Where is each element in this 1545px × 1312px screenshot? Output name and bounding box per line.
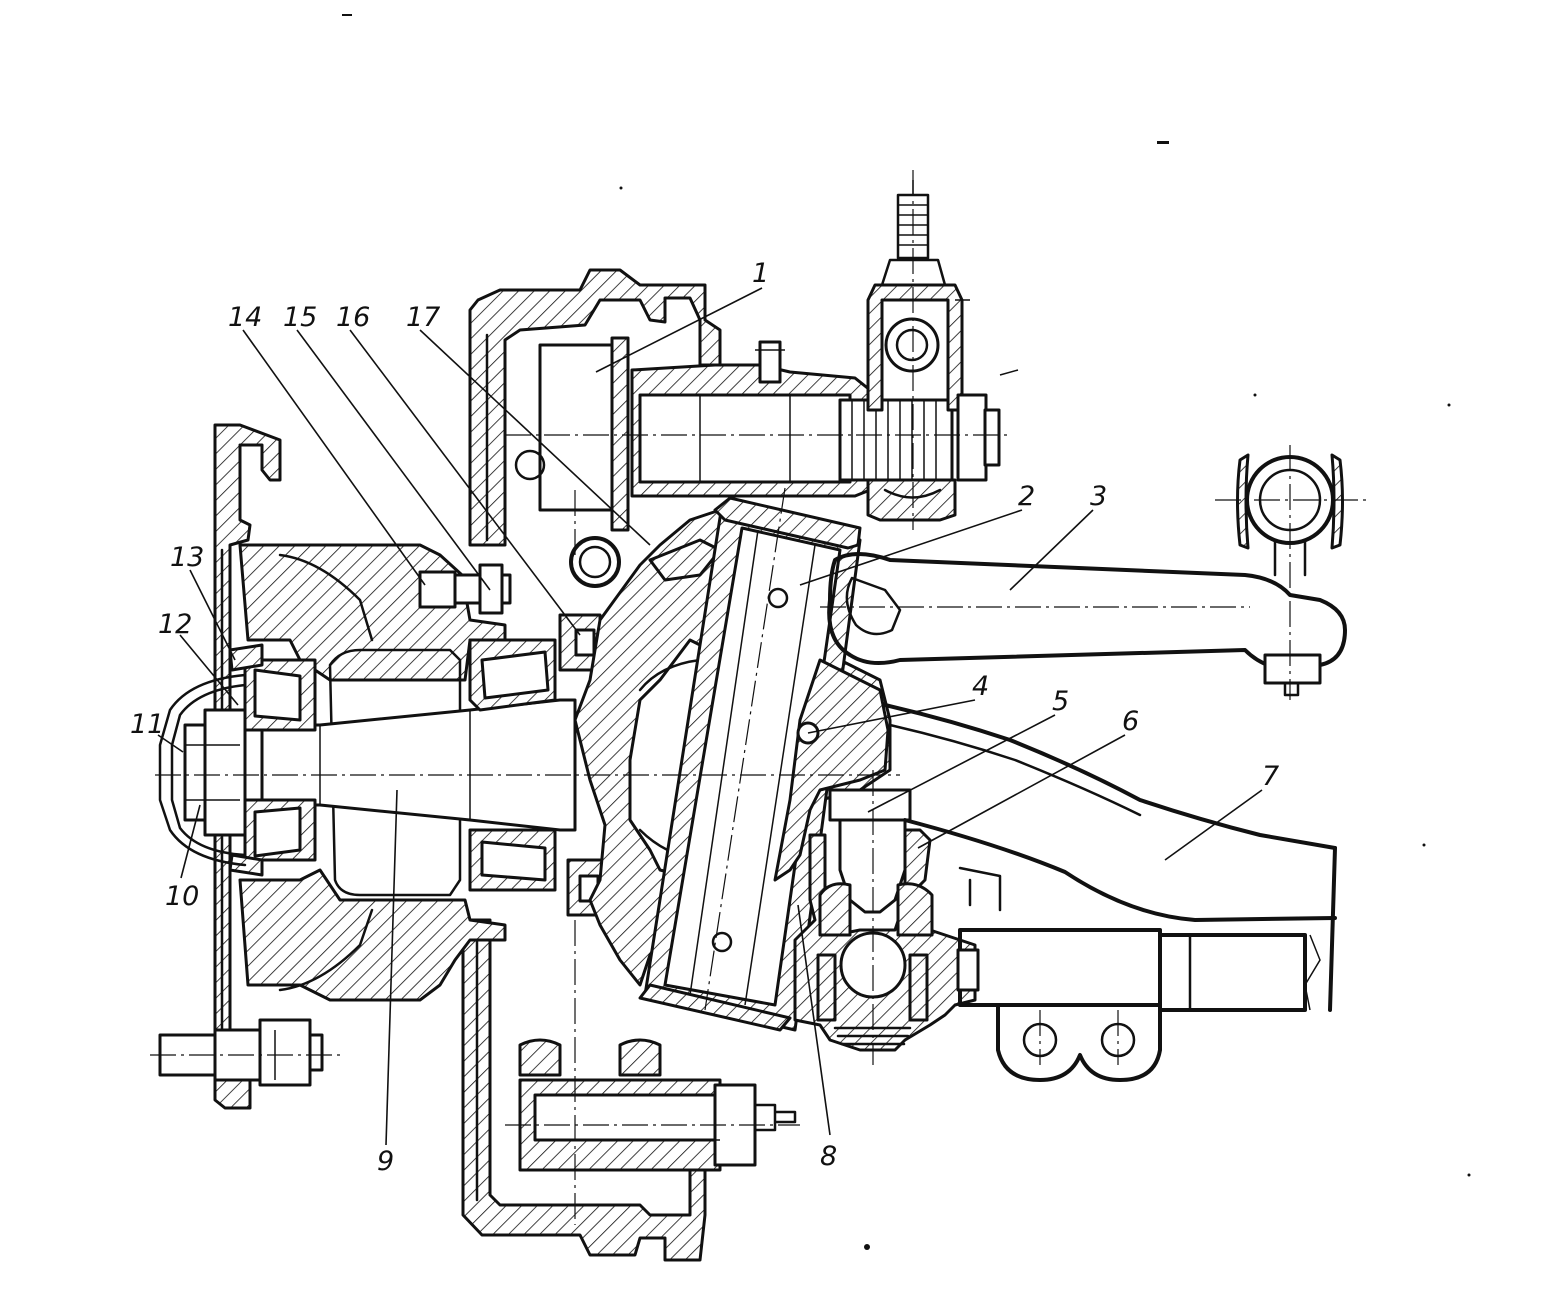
callout-7: 7 <box>1262 761 1279 792</box>
inner-bearing <box>468 613 607 917</box>
callout-17: 17 <box>406 302 440 333</box>
center-lines <box>150 170 1370 1225</box>
outer-bearing <box>228 643 317 877</box>
callout-1: 1 <box>752 258 769 289</box>
leader-lines <box>157 287 1263 1146</box>
callout-labels: 1 2 3 4 5 6 7 8 9 10 11 12 13 14 15 16 1… <box>130 258 1279 1177</box>
tie-rod-ball-joint <box>793 788 977 1052</box>
callout-11: 11 <box>130 709 164 740</box>
axle-beam <box>883 703 1337 1012</box>
hub-cap <box>158 673 247 867</box>
callout-8: 8 <box>820 1141 837 1172</box>
callout-15: 15 <box>283 302 317 333</box>
callout-14: 14 <box>228 302 262 333</box>
callout-10: 10 <box>165 881 199 912</box>
callout-5: 5 <box>1052 686 1069 717</box>
brake-anchor <box>514 449 797 1172</box>
callout-16: 16 <box>336 302 370 333</box>
callout-6: 6 <box>1122 706 1139 737</box>
brake-drum <box>461 268 722 1262</box>
king-pin <box>638 496 862 1032</box>
callout-12: 12 <box>158 609 192 640</box>
callout-3: 3 <box>1090 481 1107 512</box>
brake-camshaft-assembly <box>538 180 1019 532</box>
callout-13: 13 <box>170 542 204 573</box>
scan-specks <box>342 14 1471 1250</box>
tie-rod <box>956 928 1307 1082</box>
callout-9: 9 <box>377 1146 394 1177</box>
callout-2: 2 <box>1018 481 1035 512</box>
callout-4: 4 <box>972 671 989 702</box>
